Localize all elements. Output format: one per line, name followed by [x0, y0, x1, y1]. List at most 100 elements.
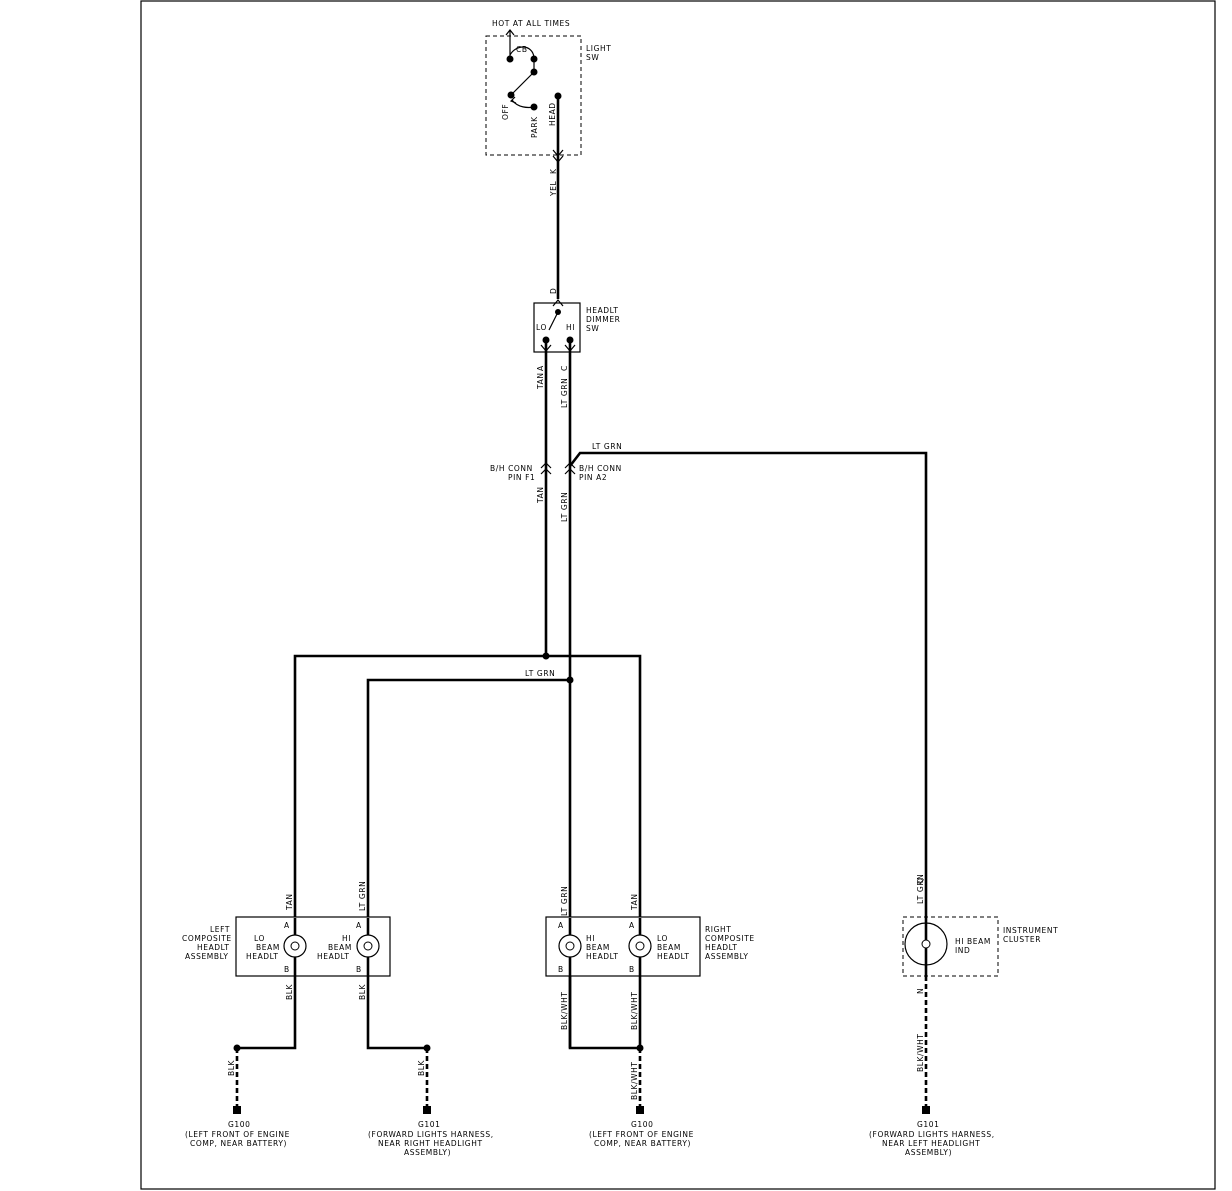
- right-hi-pin-b: B: [558, 965, 564, 974]
- ground-g100-right-icon: [636, 1106, 644, 1114]
- light-switch-box: [485, 35, 582, 156]
- right-hi-blkwht-label: BLK/WHT: [560, 991, 569, 1030]
- lt-grn-wire-label-2: LT GRN: [560, 492, 569, 522]
- dimmer-name-3: SW: [586, 324, 599, 333]
- lt-grn-wire-label: LT GRN: [560, 378, 569, 408]
- light-switch: HOT AT ALL TIMES LIGHT SW CB OFF PARK HE…: [485, 19, 611, 156]
- instrument-cluster: INSTRUMENT CLUSTER Q LT GRN HI BEAM IND: [902, 874, 1058, 977]
- left-lamp1-line1: LO: [254, 934, 265, 943]
- ground-g101-cluster-desc-3: ASSEMBLY): [905, 1148, 952, 1157]
- cluster-blkwht-label: BLK/WHT: [916, 1033, 925, 1072]
- bh-conn-left-1: B/H CONN: [490, 464, 533, 473]
- pin-k-label: K: [549, 168, 558, 174]
- cluster-name-2: CLUSTER: [1003, 935, 1041, 944]
- lt-grn-bus-label: LT GRN: [525, 669, 555, 678]
- right-lamp1-line3: HEADLT: [586, 952, 619, 961]
- dimmer-hi-label: HI: [566, 323, 575, 332]
- pin-n-label: N: [916, 988, 925, 994]
- circuit-breaker-symbol: [509, 46, 535, 58]
- ground-g100-right-desc-1: (LEFT FRONT OF ENGINE: [589, 1130, 694, 1139]
- yel-wire-label: YEL: [549, 180, 558, 197]
- left-hi-pin-a: A: [356, 921, 362, 930]
- bh-conn-a2: [564, 462, 576, 469]
- right-lamp1-line2: BEAM: [586, 943, 610, 952]
- tan-wire-label: TAN: [536, 372, 545, 390]
- headlt-dimmer-switch: LO HI HEADLT DIMMER SW: [533, 299, 620, 353]
- right-assembly-name-2: COMPOSITE: [705, 934, 755, 943]
- left-assembly-name-3: HEADLT: [197, 943, 230, 952]
- right-lamp2-line3: HEADLT: [657, 952, 690, 961]
- hi-beam-filament: [921, 939, 931, 949]
- left-lo-filament: [290, 941, 300, 951]
- right-lamp2-line2: BEAM: [657, 943, 681, 952]
- left-assembly-name-2: COMPOSITE: [182, 934, 232, 943]
- right-hi-filament: [565, 941, 575, 951]
- lt-grn-splice: [566, 676, 574, 684]
- lt-grn-cluster-wire: [568, 451, 928, 910]
- ground-g100-left-icon: [233, 1106, 241, 1114]
- tan-splice: [542, 652, 550, 660]
- g100-left-blk-label: BLK: [227, 1059, 236, 1076]
- pin-d-label: D: [549, 288, 558, 294]
- dimmer-blade: [548, 311, 559, 331]
- right-hi-ltgrn-label: LT GRN: [560, 886, 569, 916]
- light-switch-name: LIGHT: [586, 44, 611, 53]
- left-assembly-name-4: ASSEMBLY: [185, 952, 229, 961]
- ground-g101-cluster-desc-1: (FORWARD LIGHTS HARNESS,: [869, 1130, 995, 1139]
- cluster-ltgrn-label: LT GRN: [916, 874, 925, 904]
- ground-g100-left-desc-2: COMP, NEAR BATTERY): [190, 1139, 287, 1148]
- ground-g100-right: G100 (LEFT FRONT OF ENGINE COMP, NEAR BA…: [589, 1106, 694, 1148]
- left-lo-pin-a: A: [284, 921, 290, 930]
- right-lamp1-line1: HI: [586, 934, 595, 943]
- pin-c-label: C: [560, 365, 569, 371]
- left-lamp1-line2: BEAM: [256, 943, 280, 952]
- right-assembly-name-1: RIGHT: [705, 925, 731, 934]
- lt-grn-cluster-label: LT GRN: [592, 442, 622, 451]
- left-lo-blk-wire: [237, 976, 297, 1050]
- left-lamp2-line2: BEAM: [328, 943, 352, 952]
- left-lamp2-line3: HEADLT: [317, 952, 350, 961]
- bh-conn-right-2: PIN A2: [579, 473, 607, 482]
- bh-conn-f1: [540, 462, 552, 469]
- g101-right-blk-label: BLK: [417, 1059, 426, 1076]
- ground-g100-left-desc-1: (LEFT FRONT OF ENGINE: [185, 1130, 290, 1139]
- bh-conn-f1-2: [540, 468, 552, 475]
- ground-g101-cluster-desc-2: NEAR LEFT HEADLIGHT: [882, 1139, 980, 1148]
- right-lo-tan-label: TAN: [630, 893, 639, 911]
- left-lamp2-line1: HI: [342, 934, 351, 943]
- right-lo-filament: [635, 941, 645, 951]
- left-hi-filament: [363, 941, 373, 951]
- right-hi-pin-a: A: [558, 921, 564, 930]
- left-hi-ltgrn-label: LT GRN: [358, 881, 367, 911]
- page-frame: [140, 0, 1216, 1190]
- ground-g100-right-desc-2: COMP, NEAR BATTERY): [594, 1139, 691, 1148]
- dimmer-connector-d: [552, 299, 564, 307]
- connector-k: [552, 149, 564, 157]
- switch-blade: [510, 71, 535, 96]
- ground-g101-right-headlamp-desc-2: NEAR RIGHT HEADLIGHT: [378, 1139, 483, 1148]
- dimmer-box: [533, 302, 581, 353]
- cb-terminal-1: [506, 55, 514, 63]
- hot-feed-arrow: [505, 29, 515, 36]
- left-composite-headlt-assembly: LEFT COMPOSITE HEADLT ASSEMBLY TAN LT GR…: [182, 881, 391, 977]
- ground-g101-right-headlamp-id: G101: [418, 1120, 441, 1129]
- switch-contact-off: [507, 91, 515, 99]
- switch-arrow: [509, 96, 517, 104]
- bh-conn-left-2: PIN F1: [508, 473, 535, 482]
- bh-conn-a2-2: [564, 468, 576, 475]
- left-hi-blk-label: BLK: [358, 983, 367, 1000]
- right-lo-pin-a: A: [629, 921, 635, 930]
- switch-contact-park: [530, 103, 538, 111]
- right-hi-blkwht-wire: [568, 976, 640, 1050]
- right-composite-headlt-assembly: RIGHT COMPOSITE HEADLT ASSEMBLY LT GRN T…: [545, 886, 755, 977]
- left-lo-blk-label: BLK: [285, 983, 294, 1000]
- right-lo-beam-bulb-icon: [628, 934, 652, 958]
- left-hi-pin-b: B: [356, 965, 362, 974]
- left-lamp1-line3: HEADLT: [246, 952, 279, 961]
- dimmer-name-2: DIMMER: [586, 315, 620, 324]
- hot-at-all-times-label: HOT AT ALL TIMES: [492, 19, 570, 28]
- tan-bus: [293, 654, 642, 918]
- head-label: HEAD: [548, 102, 557, 126]
- left-lo-pin-b: B: [284, 965, 290, 974]
